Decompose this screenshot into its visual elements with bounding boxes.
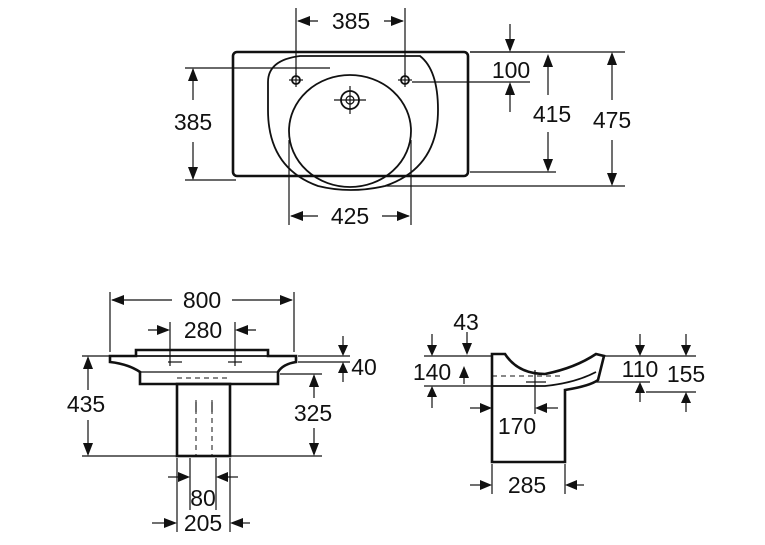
arrowhead [480, 403, 492, 413]
arrowhead [235, 325, 248, 335]
arrowhead [505, 39, 515, 52]
arrowhead [607, 52, 617, 65]
arrowhead [391, 16, 404, 26]
arrowhead [309, 374, 319, 387]
bowl-inner-top [288, 74, 412, 188]
arrowhead [505, 82, 515, 95]
dim-top-depth: 385 [174, 109, 212, 135]
arrowhead [297, 16, 310, 26]
arrowhead [635, 345, 645, 356]
arrowhead [427, 386, 437, 397]
arrowhead [230, 518, 243, 528]
arrowhead [83, 443, 93, 456]
arrowhead [565, 480, 577, 490]
arrowhead [216, 472, 228, 482]
dim-pedestal-outer: 205 [184, 510, 222, 536]
dim-pedestal-height: 325 [294, 400, 332, 426]
arrowhead [480, 480, 492, 490]
dim-front-overall-height: 435 [67, 391, 105, 417]
pedestal-front [175, 382, 232, 458]
dim-tap-offset: 100 [492, 57, 530, 83]
dim-bowl-depth: 415 [533, 101, 571, 127]
arrowhead [111, 295, 124, 305]
arrowhead [459, 366, 469, 378]
dim-front-overall-width: 800 [183, 287, 221, 313]
arrowhead [178, 472, 190, 482]
arrowhead [681, 392, 691, 403]
top-view: 385 385 100 415 475 [174, 8, 631, 229]
dim-waste-height: 140 [413, 359, 451, 385]
dim-rim-thickness: 40 [351, 354, 377, 380]
dim-top-width: 385 [332, 8, 370, 34]
bowl-outer-top [267, 55, 439, 191]
arrowhead [280, 295, 293, 305]
arrowhead [427, 345, 437, 356]
arrowhead [535, 403, 547, 413]
arrowhead [635, 382, 645, 393]
arrowhead [188, 68, 198, 81]
side-view: 43 140 110 155 170 [413, 309, 705, 498]
dim-bowl-height: 110 [622, 356, 659, 382]
arrowhead [338, 362, 348, 373]
front-view: 800 280 40 435 325 [67, 287, 377, 536]
arrowhead [607, 173, 617, 186]
arrowhead [164, 518, 177, 528]
basin-bottom-side [492, 371, 597, 387]
basin-outline-side [490, 352, 606, 464]
arrowhead [188, 167, 198, 180]
arrowhead [290, 211, 303, 221]
basin-outline-top [231, 50, 470, 178]
arrowhead [543, 54, 553, 67]
arrowhead [83, 356, 93, 369]
dim-waste-offset: 170 [498, 413, 536, 439]
dim-pedestal-inner: 80 [190, 485, 216, 511]
basin-outline-front [108, 348, 298, 386]
dim-overall-depth: 475 [593, 107, 631, 133]
arrowhead [157, 325, 170, 335]
dim-side-overall-height: 155 [667, 361, 705, 387]
arrowhead [462, 343, 472, 355]
arrowhead [338, 345, 348, 356]
dim-pedestal-depth: 285 [508, 472, 546, 498]
dim-bowl-width: 425 [331, 203, 369, 229]
arrowhead [543, 159, 553, 172]
dim-fixing-spacing: 280 [184, 317, 222, 343]
arrowhead [681, 345, 691, 356]
arrowhead [397, 211, 410, 221]
dim-wall-gap: 43 [453, 309, 479, 335]
arrowhead [309, 443, 319, 456]
